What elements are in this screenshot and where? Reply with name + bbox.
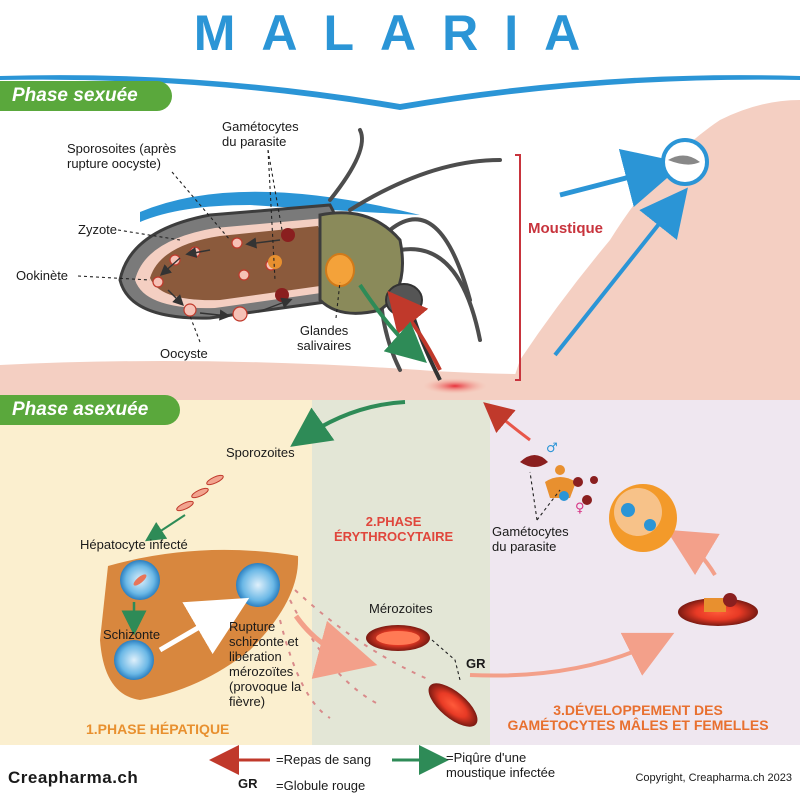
female-symbol: ♀ [575,501,585,516]
ruptured-schizont [236,563,280,607]
mosquito-bracket [515,154,521,381]
schizont-to-rupture-arrow [158,597,250,655]
panel-gametocyte [490,400,800,745]
gr-leader [431,639,461,681]
phase-asexual-tag: Phase asexuée [0,395,180,425]
label-gametocytes-bottom: Gamétocytes du parasite [492,524,569,554]
sporozoite-bodies [176,474,224,512]
sporozoite-entry-arrow [290,400,406,447]
label-gr: GR [466,656,486,671]
label-schizont: Schizonte [103,627,161,642]
gut-content [150,226,323,301]
bite-spot [423,378,487,394]
schizont-cell [114,640,154,680]
label-ookinete: Ookinète [16,268,69,283]
mosquito-thorax [318,211,404,315]
male-symbol: ♂ [546,441,558,456]
label-salivary-glands: Glandes salivaires [297,323,352,353]
title-swoosh [0,75,800,110]
gut-internal-arrows [159,237,293,321]
salivary-glands [325,253,355,287]
liver-to-rbc-arrow [293,614,378,679]
zoom-pointer [559,148,685,208]
gametocyte-to-burst-arrow [666,529,720,577]
bite-arrow [358,283,427,363]
return-blood-arrow [483,402,531,442]
label-merozoites: Mérozoites [369,601,433,616]
legend-gr-meaning: =Globule rouge [276,778,366,793]
gametocyte-leader [529,471,561,521]
label-schizont-rupture: Rupture schizonte et libération mérozoït… [229,619,302,709]
label-sporozoites-top: Sporosoites (après rupture oocyste) [67,141,177,171]
panel-erythrocytic [312,400,490,745]
rbc-to-gametocyte-arrow [469,632,675,678]
legend-blood-meal: =Repas de sang [276,752,372,767]
phase-sexual-tag: Phase sexuée [0,81,172,111]
label-oocyst: Oocyste [160,346,208,361]
legend-gr-key: GR [238,776,258,791]
page-title: MALARIA [193,5,607,61]
legend-infected-bite: =Piqûre d'une moustique infectée [446,750,556,780]
label-zygote: Zyzote [78,222,118,237]
sporozoite-to-liver-arrow [144,514,186,542]
label-sporozoites: Sporozoites [226,445,295,460]
mosquito-wing [140,191,420,222]
skin-arm [500,100,800,420]
label-gametocytes-top: Gamétocytes du parasite [222,119,299,149]
label-infected-hepatocyte: Hépatocyte infecté [80,537,188,552]
stage-erythrocytic: 2.PHASE ÉRYTHROCYTAIRE [334,514,454,544]
free-gametocytes [520,455,598,505]
stage-gametocyte-development: 3.DÉVELOPPEMENT DES GAMÉTOCYTES MÂLES ET… [507,702,769,733]
copyright: Copyright, Creapharma.ch 2023 [635,772,792,784]
brand-logo: Creapharma.ch [8,768,139,787]
red-blood-cell-tilted [428,683,478,727]
label-mosquito: Moustique [528,220,603,237]
zoom-arrow [553,187,688,357]
leader-lines-top [77,149,341,343]
stage-hepatic: 1.PHASE HÉPATIQUE [86,721,230,737]
